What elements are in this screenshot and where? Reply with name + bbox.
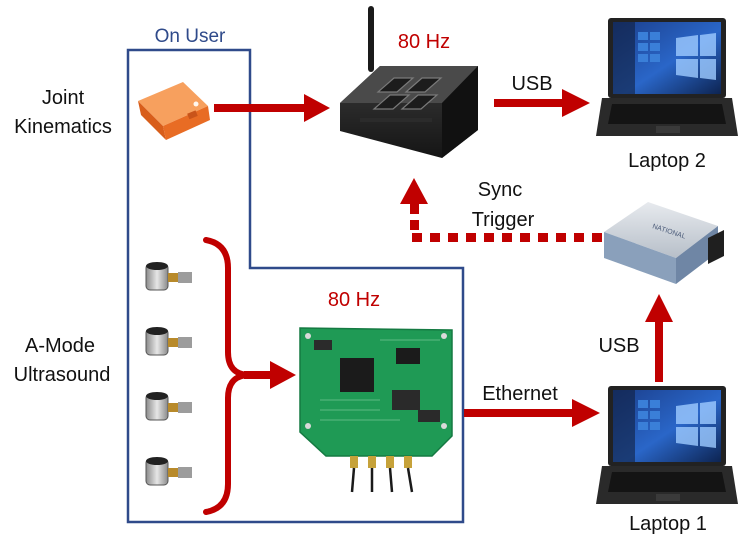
- arrow-laptop1-to-daq-usb: [645, 294, 673, 382]
- sync-trigger-arrow: [400, 178, 602, 242]
- on-user-title: On User: [155, 26, 226, 47]
- usb-top-label: USB: [511, 73, 552, 95]
- laptop2-label: Laptop 2: [628, 150, 706, 172]
- laptop1-label: Laptop 1: [629, 513, 707, 535]
- ultrasound-transducer-icon: [145, 457, 192, 486]
- daq-device-icon: NATIONAL: [604, 202, 724, 284]
- ultrasound-transducer-icon: [145, 392, 192, 421]
- arrow-base-to-laptop2-usb: [494, 89, 590, 117]
- ethernet-label: Ethernet: [482, 383, 558, 405]
- joint-kinematics-label-line2: Kinematics: [14, 116, 112, 138]
- imu-frequency-label: 80 Hz: [398, 31, 450, 53]
- ultrasound-transducer-icon: [145, 262, 192, 291]
- arrow-imu-to-base: [214, 94, 330, 122]
- usb-right-label: USB: [598, 335, 639, 357]
- wireless-base-station-icon: [340, 6, 478, 158]
- ultrasound-transducer-icon: [145, 327, 192, 356]
- amode-label-line1: A-Mode: [25, 335, 95, 357]
- amode-label-line2: Ultrasound: [14, 364, 111, 386]
- ultrasound-pcb-board-icon: [299, 327, 453, 493]
- arrow-pcb-to-laptop1-ethernet: [464, 399, 600, 427]
- on-user-region-border: [126, 48, 465, 524]
- laptop-icon: [596, 386, 738, 504]
- joint-kinematics-label-line1: Joint: [42, 87, 85, 109]
- sync-label-line2: Trigger: [472, 209, 535, 231]
- orange-imu-sensor-icon: [138, 82, 210, 140]
- sync-label-line1: Sync: [478, 179, 522, 201]
- arrow-transducers-to-pcb: [244, 361, 296, 389]
- laptop-icon: [596, 18, 738, 136]
- transducer-brace: [203, 237, 249, 515]
- pcb-frequency-label: 80 Hz: [328, 289, 380, 311]
